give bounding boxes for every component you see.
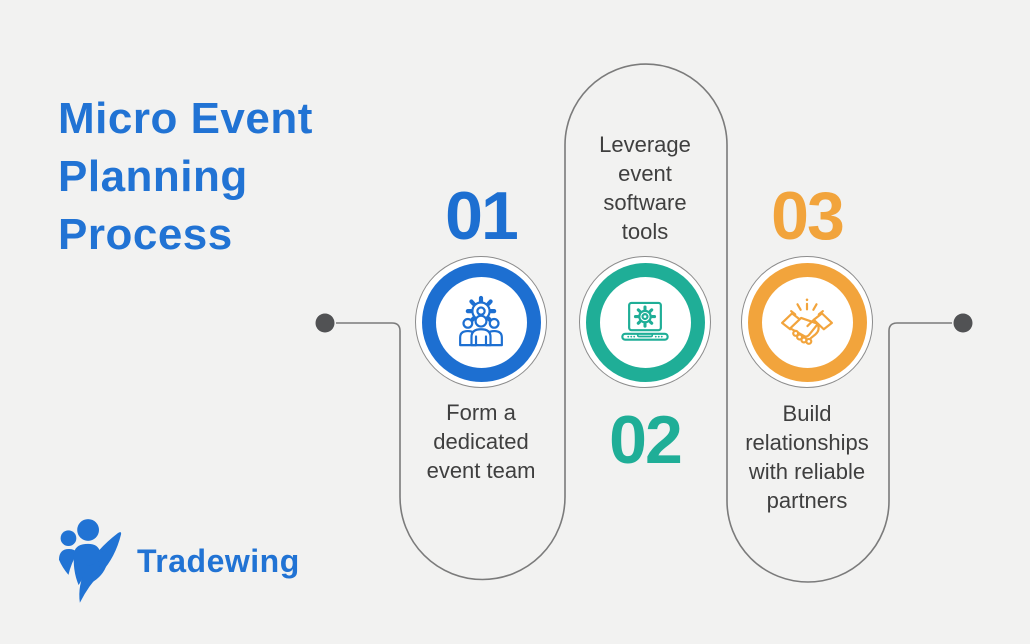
step-3-number: 03 <box>771 178 845 254</box>
gear <box>633 305 657 328</box>
brand-logo: Tradewing <box>52 516 300 606</box>
wing-people-icon <box>58 519 122 603</box>
step-2-number: 02 <box>609 402 683 478</box>
step-3-badge <box>741 256 873 388</box>
end-dot <box>953 313 973 333</box>
step-1-ring <box>421 262 541 382</box>
step-3-ring <box>747 262 867 382</box>
brand-name: Tradewing <box>137 542 300 579</box>
laptop-gear-icon <box>621 301 669 341</box>
team-gear-icon <box>459 295 503 347</box>
step-1-badge <box>415 256 547 388</box>
handshake-icon <box>780 298 834 345</box>
team <box>459 314 503 347</box>
step-2-label: Leverage event software tools <box>599 132 691 244</box>
step-1-label: Form a dedicated event team <box>426 400 536 483</box>
step-1-number: 01 <box>445 178 519 254</box>
connector-snake-line <box>336 63 952 583</box>
step-2-ring <box>585 262 705 382</box>
burst <box>790 298 824 316</box>
page-title: Micro Event Planning Process <box>58 94 313 259</box>
step-2-badge <box>579 256 711 388</box>
step-3-label: Build relationships with reliable partne… <box>745 401 869 513</box>
start-dot <box>315 313 335 333</box>
